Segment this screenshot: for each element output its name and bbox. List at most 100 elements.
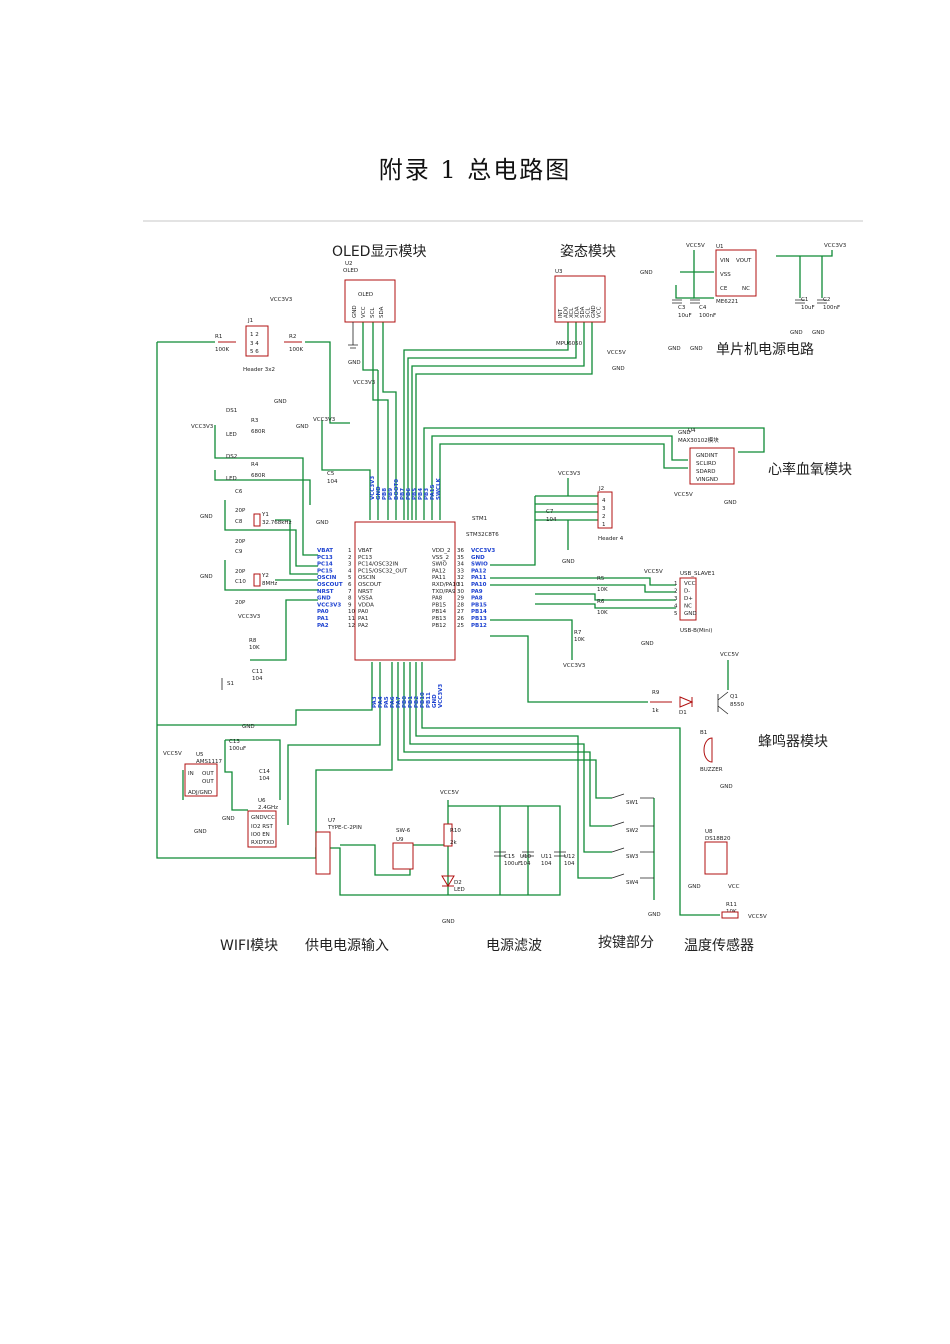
mcu-pin-number: 35 [457,555,464,561]
c4-ref: C4 [699,305,707,311]
gnd-label: GND [641,641,654,647]
r11-ref: R11 [726,902,737,908]
divider [143,220,863,222]
gnd-label: GND [612,366,625,372]
r4-ref: R4 [251,462,259,468]
mcu-net-label: PB6 [406,488,412,500]
module-label-mcu-power: 单片机电源电路 [716,342,814,358]
mcu-power-module: VCC5V VCC3V3 U1 VIN VOUT VSS CE NC ME622… [640,243,847,358]
mcu-pin-label: NRST [358,589,373,595]
s1-ref: S1 [227,681,234,687]
u5-pin: OUT [202,771,214,777]
mcu-pin-number: 7 [348,589,352,595]
usb-pin-number: 1 [674,581,678,587]
c14-value: 104 [259,776,270,782]
c13-value: 100uF [229,746,246,752]
c3-ref: C3 [678,305,686,311]
r10-ref: R10 [450,828,461,834]
d2-name: LED [454,887,465,893]
svg-text:2: 2 [602,514,606,520]
c6-ref: C6 [235,489,243,495]
mcu-pin-label: PB15 [432,602,447,608]
mcu-pin-label: PA12 [432,568,446,574]
c10-ref: C10 [235,579,246,585]
mcu-pin-label: RXD/PA10 [432,582,460,588]
mcu-pin-label: VDD_2 [432,548,450,554]
mcu-pin-number: 2 [348,555,352,561]
mcu-pin-number: 33 [457,568,464,574]
mcu-pin-label: PB14 [432,609,447,615]
mcu-net-label: PA5 [384,696,390,708]
vcc3v3-label: VCC3V3 [353,380,376,386]
buzzer-module: VCC5V R9 1k D1 Q1 8550 B1 BUZZER GND 蜂鸣器… [650,652,828,790]
gnd-label: GND [678,430,691,436]
u1-pin: VIN [720,258,730,264]
y2-ref: Y2 [261,573,269,579]
switch-ref: SW3 [626,854,639,860]
y1-ref: Y1 [261,512,269,518]
mcu-pin-label: OSCOUT [358,582,382,588]
mcu-net-label: PA10 [471,582,487,588]
mcu-pin-number: 32 [457,575,464,581]
u1-ref: U1 [716,244,724,250]
mcu-net-label: PA15 [430,484,436,500]
r8-ref: R8 [249,638,257,644]
mcu-net-label: GND [317,596,331,602]
svg-text:GNDINT: GNDINT [696,453,718,459]
module-label-posture: 姿态模块 [560,244,616,260]
u3-pin-label: XCL [569,307,575,318]
mcu-net-label: GND [376,486,382,500]
u1-name: ME6221 [716,299,738,305]
usb-pin-number: 2 [674,589,678,595]
u9-ref: U9 [396,837,404,843]
u2-pin-label: SCL [370,307,376,318]
module-label-oled: OLED显示模块 [332,244,426,260]
u5-ref: U5 [196,752,204,758]
mcu-pin-number: 36 [457,548,464,554]
mcu-pin-label: PA11 [432,575,446,581]
mcu-net-label: VCC3V3 [471,548,495,554]
c8-value: 20P [235,539,246,545]
power-input-module: U7 TYPE-C-2PIN SW-6 U9 供电电源输入 [305,818,414,954]
switch-symbol [611,847,654,853]
usb-name: USB-B(Mini) [680,628,712,634]
u1-pin: VOUT [736,258,752,264]
c11-value: 104 [252,676,263,682]
u4-name: MAX30102模块 [678,436,719,444]
c15-ref: C15 [504,854,515,860]
svg-text:1 2: 1 2 [250,332,259,338]
mcu-pin-label: PC14/OSC32IN [358,562,398,568]
u11-ref: U11 [541,854,552,860]
heart-module: GND U4 MAX30102模块 GNDINT SCLIRD SDARD VI… [674,428,852,506]
r5-value: 10K [597,587,608,593]
mcu-net-label: PA12 [471,568,487,574]
c4-value: 100nF [699,313,716,319]
page-title: 附录 1 总电路图 [378,156,572,184]
gnd-label: GND [724,500,737,506]
u2-ref: U2 [345,261,353,267]
mcu-net-label: PB7 [400,488,406,500]
svg-text:3: 3 [602,506,606,512]
u5-pin: ADJ/GND [188,790,212,796]
mcu-pin-label: TXD/PA9 [431,589,456,595]
u3-pin-label: INT [558,308,564,318]
r5-ref: R5 [597,576,605,582]
mcu-pin-label: PA2 [358,623,368,629]
c2-value: 100nF [823,305,840,311]
mcu-part: STM32C8T6 [466,532,499,538]
vcc5v-label: VCC5V [720,652,739,658]
u5-pin: OUT [202,779,214,785]
r8-value: 10K [249,645,260,651]
c15-value: 100uF [504,861,521,867]
gnd-label: GND [242,724,255,730]
c10-value: 20P [235,600,246,606]
mcu-net-label: PA0 [317,609,329,615]
mcu-net-label: GND [432,694,438,708]
mcu-net-label: PB9 [388,488,394,500]
u11-value: 104 [541,861,552,867]
